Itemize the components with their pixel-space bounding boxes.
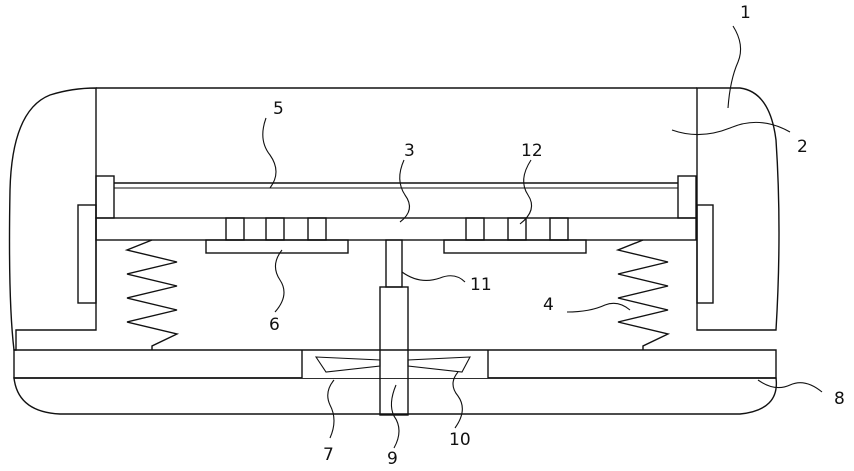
shaft [380, 287, 408, 415]
label-12: 12 [521, 141, 543, 161]
tray [96, 176, 696, 218]
label-5: 5 [273, 99, 284, 119]
label-10: 10 [449, 430, 471, 450]
label-3: 3 [404, 141, 415, 161]
label-11: 11 [470, 275, 492, 295]
side-guide-rails [78, 205, 713, 303]
label-2: 2 [797, 137, 808, 157]
label-8: 8 [834, 389, 845, 409]
perforated-plate [96, 218, 696, 240]
label-6: 6 [269, 315, 280, 335]
connecting-rod [386, 240, 402, 287]
label-7: 7 [323, 445, 334, 465]
label-9: 9 [387, 449, 398, 469]
springs [127, 240, 668, 350]
reference-numerals: 1 2 3 4 5 6 7 8 9 10 11 12 [269, 3, 845, 469]
label-4: 4 [543, 295, 554, 315]
leader-lines [263, 26, 822, 448]
base-plates [14, 350, 776, 414]
label-1: 1 [740, 3, 751, 23]
heating-pads [206, 240, 586, 253]
